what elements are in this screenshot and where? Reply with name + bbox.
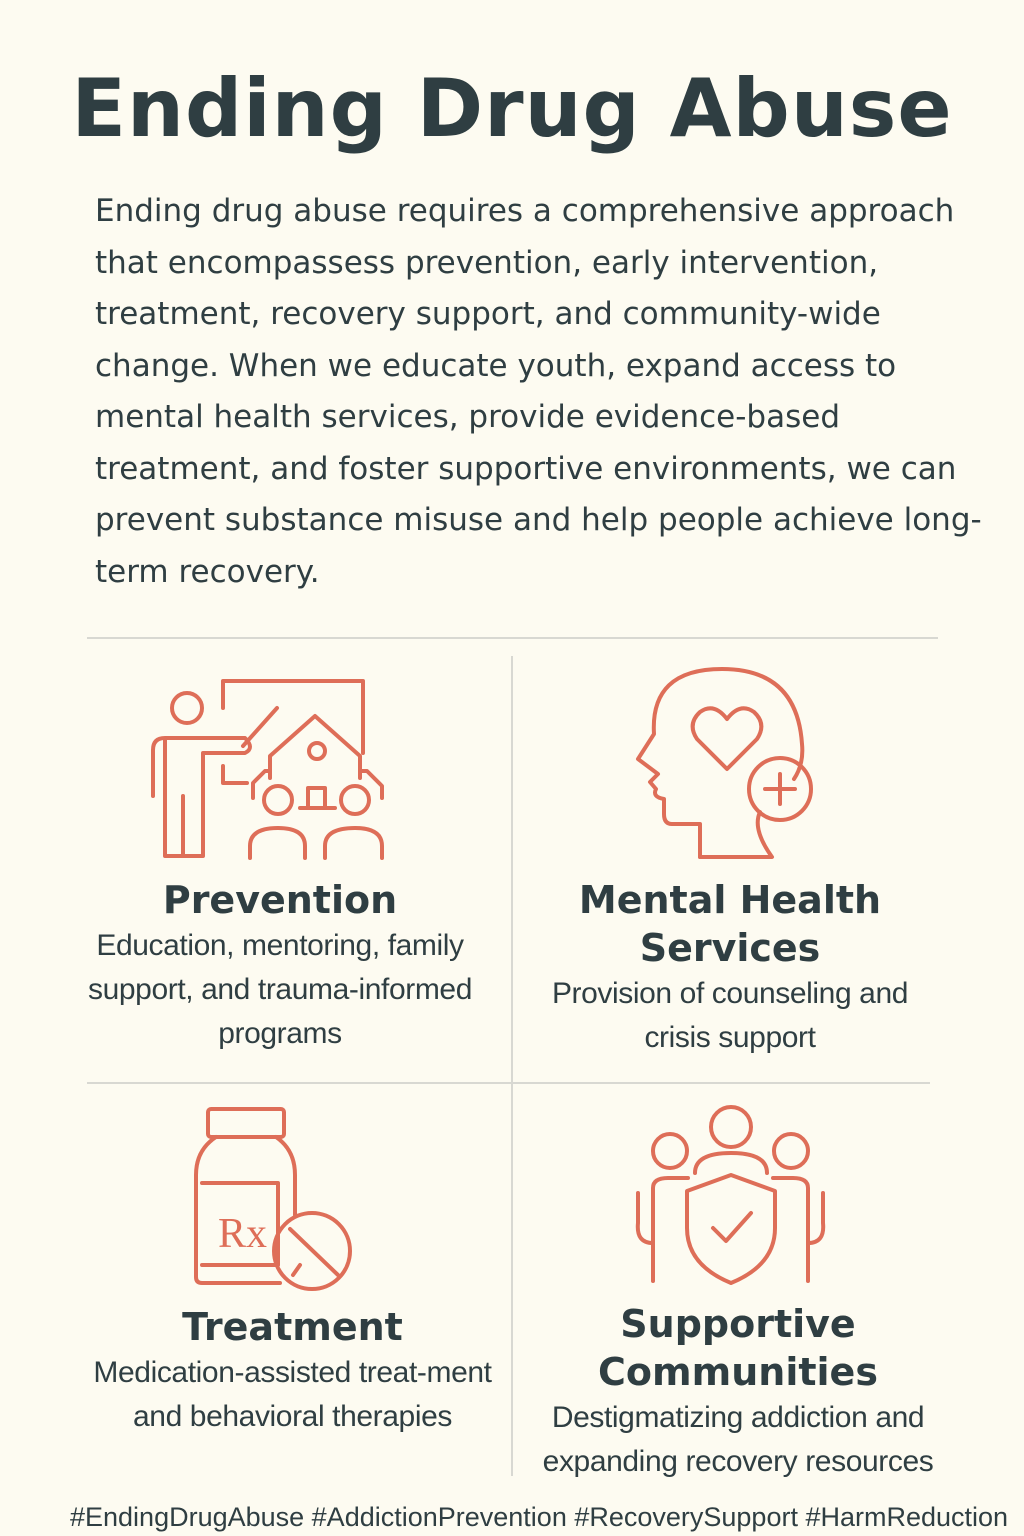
section-description: Provision of counseling and crisis suppo… <box>551 977 909 1054</box>
section-description: Destigmatizing addiction and expanding r… <box>542 1401 934 1478</box>
section-mental-health: Mental Health Services Provision of coun… <box>525 876 935 1060</box>
intro-paragraph: Ending drug abuse requires a comprehensi… <box>95 193 982 590</box>
divider <box>87 637 938 639</box>
pill-bottle-rx-icon: Rx <box>190 1105 360 1299</box>
section-description: Medication-assisted treat-ment and behav… <box>93 1356 492 1433</box>
section-title: Prevention <box>162 878 398 922</box>
section-title: Treatment <box>182 1305 403 1349</box>
divider <box>87 1082 930 1084</box>
svg-text:Rx: Rx <box>218 1211 267 1257</box>
section-title: Mental Health Services <box>578 878 882 970</box>
hashtags: #EndingDrugAbuse #AddictionPrevention #R… <box>70 1502 1009 1532</box>
divider <box>511 656 513 1476</box>
section-supportive-communities: Supportive Communities Destigmatizing ad… <box>518 1300 958 1484</box>
section-title: Supportive Communities <box>598 1302 878 1394</box>
teacher-family-home-icon <box>145 678 390 867</box>
head-heart-plus-icon <box>632 664 822 868</box>
page-title: Ending Drug Abuse <box>71 62 953 155</box>
section-treatment: Treatment Medication-assisted treat-ment… <box>80 1303 505 1439</box>
section-prevention: Prevention Education, mentoring, family … <box>72 876 488 1056</box>
community-shield-icon <box>633 1103 828 1292</box>
section-description: Education, mentoring, family support, an… <box>87 929 472 1050</box>
